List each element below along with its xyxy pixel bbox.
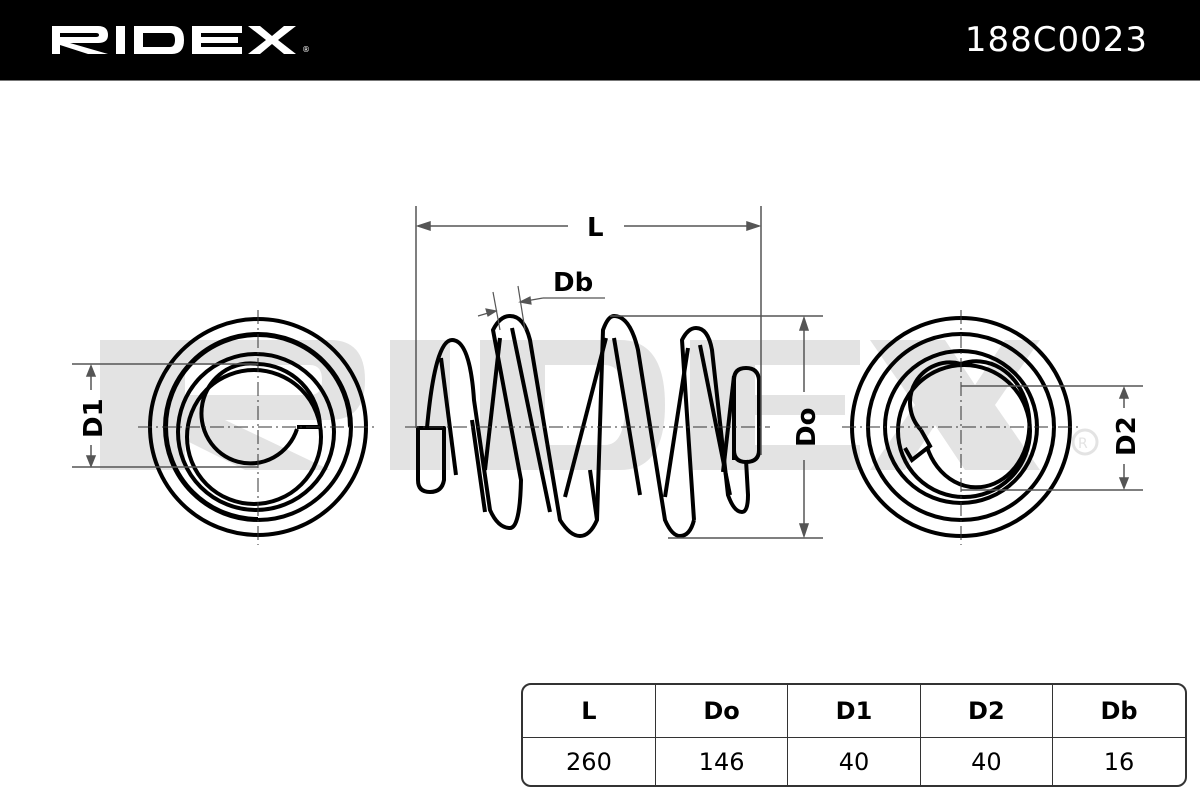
header-bar: ® 188C0023 bbox=[0, 0, 1200, 81]
spec-value-db: 16 bbox=[1052, 737, 1185, 785]
label-d2: D2 bbox=[1112, 416, 1142, 456]
spring-technical-drawing: R D1 bbox=[72, 206, 1143, 545]
spec-header-do: Do bbox=[654, 685, 789, 738]
label-db: Db bbox=[553, 268, 593, 298]
spec-value-l: 260 bbox=[523, 737, 656, 785]
d1-dimension bbox=[72, 363, 258, 469]
label-do: Do bbox=[792, 408, 822, 447]
ridex-logo: ® bbox=[50, 20, 310, 60]
spec-header-d2: D2 bbox=[919, 685, 1054, 738]
do-dimension bbox=[610, 315, 823, 539]
spec-header-d1: D1 bbox=[787, 685, 921, 738]
registered-mark: ® bbox=[302, 45, 310, 54]
spec-header-db: Db bbox=[1052, 685, 1185, 738]
d2-dimension bbox=[961, 385, 1143, 491]
ridex-logo-mark: ® bbox=[52, 26, 310, 54]
spec-header-l: L bbox=[523, 685, 656, 738]
part-number: 188C0023 bbox=[964, 20, 1148, 60]
left-centerlines bbox=[138, 310, 378, 545]
spring-side-view bbox=[416, 314, 761, 538]
spec-value-d1: 40 bbox=[787, 737, 921, 785]
label-l: L bbox=[587, 213, 604, 243]
length-dimension bbox=[415, 206, 762, 455]
db-dimension bbox=[477, 285, 605, 331]
spec-header-row: L Do D1 D2 Db bbox=[523, 685, 1185, 738]
right-centerlines bbox=[842, 310, 1082, 545]
svg-text:R: R bbox=[1078, 436, 1088, 452]
spec-value-do: 146 bbox=[654, 737, 789, 785]
spec-value-row: 260 146 40 40 16 bbox=[523, 737, 1185, 785]
label-d1: D1 bbox=[79, 398, 109, 438]
spec-value-d2: 40 bbox=[919, 737, 1054, 785]
spec-table: L Do D1 D2 Db 260 146 40 40 16 bbox=[521, 683, 1187, 787]
